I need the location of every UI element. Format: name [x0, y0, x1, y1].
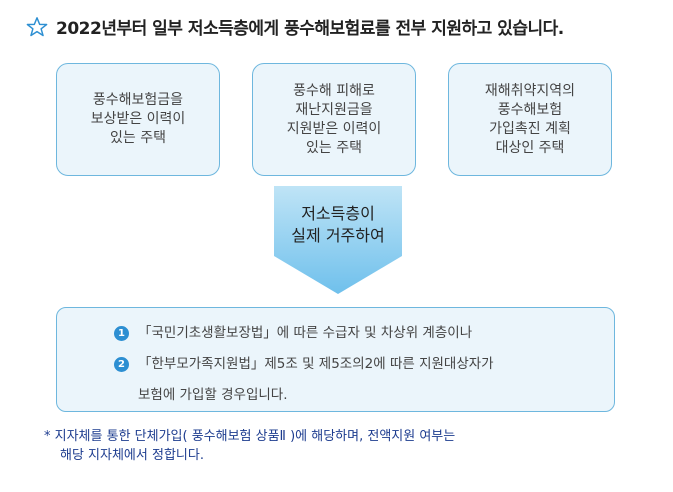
condition-item-2: 2 「한부모가족지원법」제5조 및 제5조의2에 따른 지원대상자가 [114, 352, 494, 372]
category-box-insurance-claim: 풍수해보험금을 보상받은 이력이 있는 주택 [56, 63, 220, 176]
conditions-box: 1 「국민기초생활보장법」에 따른 수급자 및 차상위 계층이나 2 「한부모가족지… [56, 307, 615, 412]
condition-continuation: 보험에 가입할 경우입니다. [138, 387, 288, 403]
number-badge-1: 1 [114, 326, 129, 341]
condition-text-1: 「국민기초생활보장법」에 따른 수급자 및 차상위 계층이나 [138, 325, 473, 341]
category-box-vulnerable-area: 재해취약지역의 풍수해보험 가입촉진 계획 대상인 주택 [448, 63, 612, 176]
condition-text-2: 「한부모가족지원법」제5조 및 제5조의2에 따른 지원대상자가 [138, 356, 494, 372]
condition-item-1: 1 「국민기초생활보장법」에 따른 수급자 및 차상위 계층이나 [114, 321, 472, 341]
title-row: 2022년부터 일부 저소득층에게 풍수해보험료를 전부 지원하고 있습니다. [26, 14, 564, 39]
number-badge-2: 2 [114, 357, 129, 372]
star-outline-icon [26, 16, 48, 36]
category-box-disaster-aid: 풍수해 피해로 재난지원금을 지원받은 이력이 있는 주택 [252, 63, 416, 176]
down-arrow-shape [274, 186, 402, 294]
footnote-line-2: 해당 지자체에서 정합니다. [60, 448, 204, 463]
page-title: 2022년부터 일부 저소득층에게 풍수해보험료를 전부 지원하고 있습니다. [56, 19, 564, 39]
arrow-label: 저소득층이 실제 거주하여 [291, 204, 385, 245]
footnote-line-1: * 지자체를 통한 단체가입( 풍수해보험 상품Ⅱ )에 해당하며, 전액지원 … [44, 429, 456, 444]
